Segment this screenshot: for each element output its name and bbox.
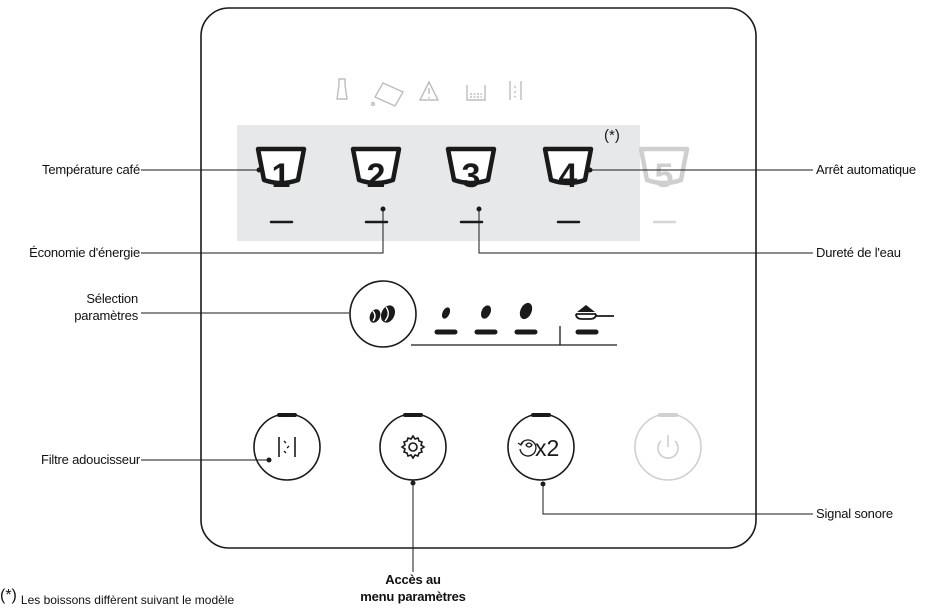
aroma-mild-icon xyxy=(434,307,458,335)
power-button[interactable] xyxy=(634,413,702,481)
footnote: (*)Les boissons diffèrent suivant le mod… xyxy=(0,587,234,607)
leader-lines xyxy=(141,167,813,572)
aroma-indicators xyxy=(411,302,617,346)
label-menu-line1: Accès au xyxy=(385,572,441,587)
label-filter: Filtre adoucisseur xyxy=(41,452,140,467)
filter-cartridge-icon xyxy=(278,437,296,457)
cup-4-asterisk: (*) xyxy=(604,127,620,144)
aroma-strong-icon xyxy=(514,302,538,335)
label-selection-line2: paramètres xyxy=(74,308,138,323)
cup-button-4[interactable]: 4 xyxy=(542,146,594,224)
aroma-medium-icon xyxy=(474,305,498,335)
cup-1-icon xyxy=(255,146,307,186)
label-temperature: Température café xyxy=(42,162,140,177)
label-menu-access: Accès au menu paramètres xyxy=(343,571,483,605)
cup-1-number: 1 xyxy=(272,157,291,195)
eco-refresh-icon xyxy=(517,439,537,457)
descale-icon xyxy=(370,82,404,107)
label-energy-saving: Économie d'énergie xyxy=(29,245,140,260)
cup-3-number: 3 xyxy=(462,157,481,195)
double-cup-button[interactable]: x2 xyxy=(507,413,575,481)
cup-button-3[interactable]: 3 xyxy=(445,146,497,224)
power-icon xyxy=(657,435,679,459)
drip-tray-icon xyxy=(466,85,486,101)
footnote-text: Les boissons diffèrent suivant le modèle xyxy=(20,593,235,607)
settings-menu-button[interactable] xyxy=(379,413,447,481)
cup-4-icon xyxy=(542,146,594,186)
leader-energy xyxy=(141,209,384,254)
double-cup-label: x2 xyxy=(535,435,559,461)
aroma-selection-button[interactable] xyxy=(349,280,417,348)
status-icons xyxy=(336,78,522,107)
filter-icon xyxy=(509,81,522,100)
leader-sound xyxy=(542,484,813,515)
label-selection: Sélection paramètres xyxy=(74,290,138,324)
label-sound-signal: Signal sonore xyxy=(816,506,893,521)
cup-3-icon xyxy=(445,146,497,186)
label-water-hardness: Dureté de l'eau xyxy=(816,245,901,260)
label-auto-off: Arrêt automatique xyxy=(816,162,916,177)
gear-icon xyxy=(400,434,426,460)
label-selection-line1: Sélection xyxy=(86,291,138,306)
cup-2-icon xyxy=(350,146,402,186)
cup-button-2[interactable]: 2 xyxy=(350,146,402,224)
cup-4-number: 4 xyxy=(559,157,578,195)
label-menu-line2: menu paramètres xyxy=(360,589,466,604)
cup-5-number: 5 xyxy=(655,157,674,195)
footnote-marker: (*) xyxy=(0,587,17,604)
filter-button[interactable] xyxy=(253,413,321,481)
cup-5-icon xyxy=(638,146,690,186)
leader-hardness xyxy=(478,209,813,254)
warning-icon xyxy=(418,80,440,101)
cup-button-1[interactable]: 1 xyxy=(255,146,307,224)
milk-jug-icon xyxy=(336,78,348,100)
cup-2-number: 2 xyxy=(367,157,386,195)
ground-coffee-scoop-icon xyxy=(575,305,614,335)
cup-button-5[interactable]: 5 xyxy=(638,146,690,224)
